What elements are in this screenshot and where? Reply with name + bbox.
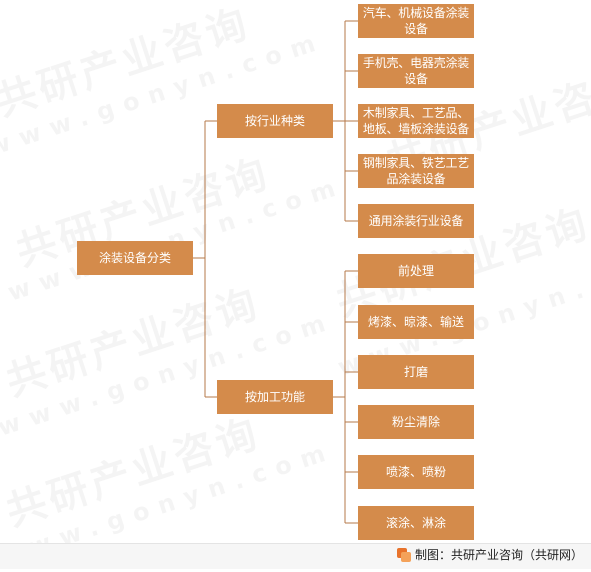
process-item: 前处理	[358, 254, 474, 288]
footer-bar	[0, 543, 591, 569]
credit-text: 制图：共研产业咨询（共研网）	[414, 548, 583, 562]
process-item: 烤漆、晾漆、输送	[358, 305, 474, 339]
brand-logo-icon	[396, 547, 411, 562]
industry-item: 通用涂装行业设备	[358, 204, 474, 238]
credit: 制图：共研产业咨询（共研网）	[396, 546, 583, 563]
branch-industry-node: 按行业种类	[217, 104, 333, 138]
branch-process-node: 按加工功能	[217, 380, 333, 414]
industry-item: 木制家具、工艺品、地板、墙板涂装设备	[358, 104, 474, 138]
process-item: 打磨	[358, 355, 474, 389]
process-item: 粉尘清除	[358, 405, 474, 439]
industry-item: 汽车、机械设备涂装设备	[358, 4, 474, 38]
root-node: 涂装设备分类	[77, 241, 193, 275]
industry-item: 钢制家具、铁艺工艺品涂装设备	[358, 154, 474, 188]
industry-item: 手机壳、电器壳涂装设备	[358, 54, 474, 88]
process-item: 喷漆、喷粉	[358, 455, 474, 489]
process-item: 滚涂、淋涂	[358, 506, 474, 540]
